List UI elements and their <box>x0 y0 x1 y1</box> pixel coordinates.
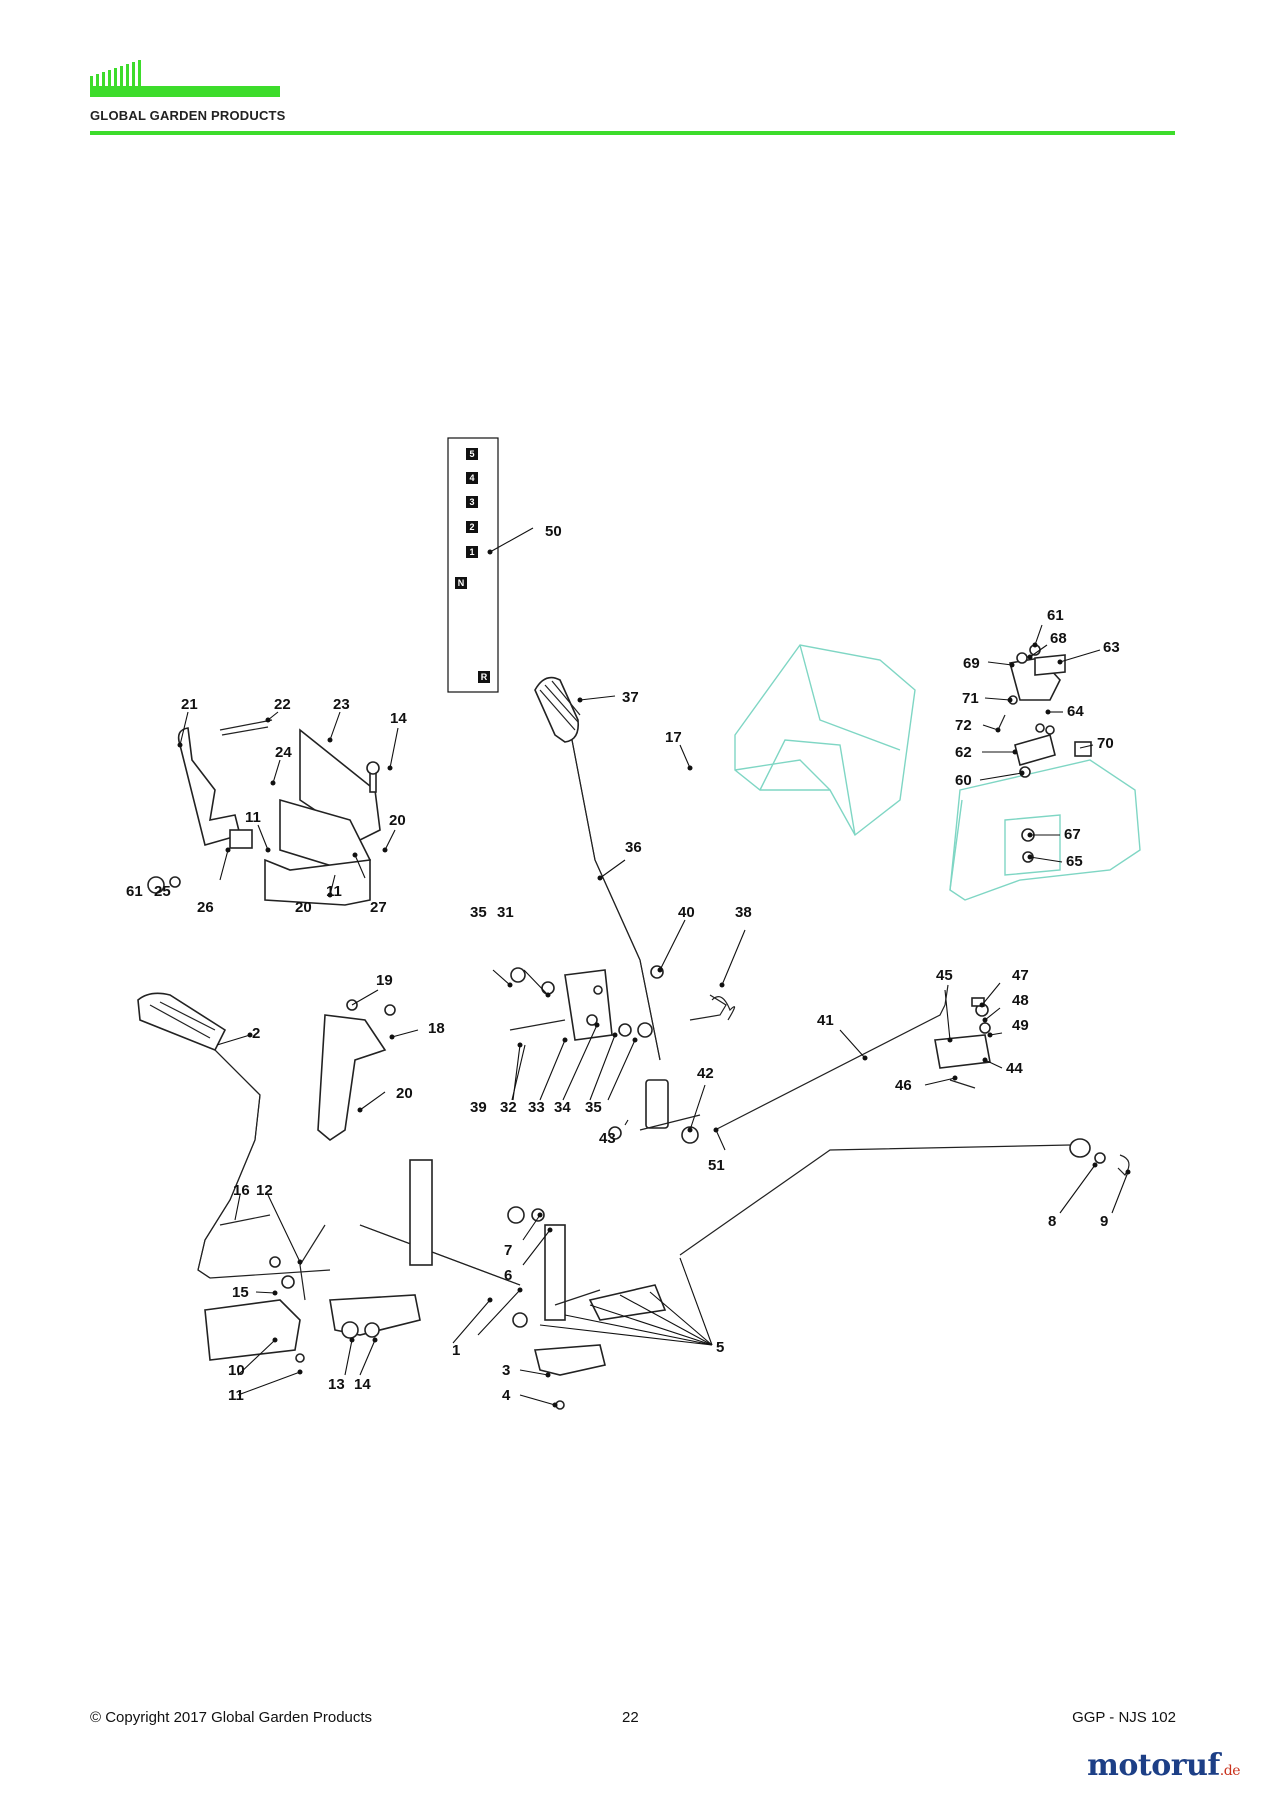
ghost-rear-panel <box>949 759 1141 901</box>
callout-33: 33 <box>528 1099 545 1116</box>
seat-switch-parts <box>997 644 1092 863</box>
callout-18: 18 <box>428 1020 445 1037</box>
callout-69: 69 <box>963 655 980 672</box>
callout-50: 50 <box>545 523 562 540</box>
callout-32: 32 <box>500 1099 517 1116</box>
gear-indicator-plate: 5 4 3 2 1 N R <box>447 437 499 693</box>
callout-19: 19 <box>376 972 393 989</box>
callout-labels: 50 37 36 17 21 22 23 14 24 20 11 11 61 2… <box>126 523 1120 1404</box>
watermark-name: motoruf <box>1087 1748 1220 1783</box>
brand-name: GLOBAL GARDEN PRODUCTS <box>90 108 286 123</box>
callout-8: 8 <box>1048 1213 1056 1230</box>
callout-17: 17 <box>665 729 682 746</box>
gear-3: 3 <box>469 497 474 507</box>
pedal-bracket-assembly <box>147 719 381 906</box>
gear-lever <box>534 676 669 1129</box>
callout-71: 71 <box>962 690 979 707</box>
callout-40: 40 <box>678 904 695 921</box>
callout-2: 2 <box>252 1025 260 1042</box>
watermark-logo: motoruf.de <box>1087 1748 1240 1783</box>
callout-38: 38 <box>735 904 752 921</box>
callout-16: 16 <box>233 1182 250 1199</box>
long-rods <box>679 984 1130 1256</box>
callout-43: 43 <box>599 1130 616 1147</box>
footer-page-number: 22 <box>622 1709 639 1726</box>
callout-42: 42 <box>697 1065 714 1082</box>
callout-63: 63 <box>1103 639 1120 656</box>
ghost-seat-console <box>734 644 916 837</box>
gear-4: 4 <box>469 473 474 483</box>
clutch-pedal-assembly <box>137 992 667 1410</box>
gear-5: 5 <box>469 449 474 459</box>
callout-46: 46 <box>895 1077 912 1094</box>
callout-7: 7 <box>504 1242 512 1259</box>
callout-68: 68 <box>1050 630 1067 647</box>
callout-9: 9 <box>1100 1213 1108 1230</box>
callout-12: 12 <box>256 1182 273 1199</box>
callout-26: 26 <box>197 899 214 916</box>
callout-27: 27 <box>370 899 387 916</box>
callout-11a: 11 <box>245 809 261 826</box>
callout-21: 21 <box>181 696 198 713</box>
callout-14b: 14 <box>354 1376 371 1393</box>
callout-5: 5 <box>716 1339 724 1356</box>
footer-copyright: © Copyright 2017 Global Garden Products <box>90 1709 373 1726</box>
shift-bracket <box>509 965 736 1144</box>
callout-41: 41 <box>817 1012 834 1029</box>
callout-20b: 20 <box>295 899 312 916</box>
callout-23: 23 <box>333 696 350 713</box>
callout-45: 45 <box>936 967 953 984</box>
gear-2: 2 <box>469 522 474 532</box>
gear-1: 1 <box>469 547 474 557</box>
callout-10: 10 <box>228 1362 245 1379</box>
callout-39: 39 <box>470 1099 487 1116</box>
callout-70: 70 <box>1097 735 1114 752</box>
callout-61a: 61 <box>126 883 143 900</box>
callout-35a: 35 <box>470 904 487 921</box>
center-bracket <box>317 999 396 1141</box>
callout-49: 49 <box>1012 1017 1029 1034</box>
callout-4: 4 <box>502 1387 511 1404</box>
footer-doc-code: GGP - NJS 102 <box>1072 1709 1176 1726</box>
callout-11b: 11 <box>326 883 342 900</box>
callout-37: 37 <box>622 689 639 706</box>
callout-14a: 14 <box>390 710 407 727</box>
watermark-tld: .de <box>1219 1763 1241 1779</box>
callout-6: 6 <box>504 1267 512 1284</box>
callout-47: 47 <box>1012 967 1029 984</box>
callout-20c: 20 <box>396 1085 413 1102</box>
callout-67: 67 <box>1064 826 1081 843</box>
callout-35b: 35 <box>585 1099 602 1116</box>
callout-34: 34 <box>554 1099 571 1116</box>
callout-62: 62 <box>955 744 972 761</box>
header-rule <box>90 131 1175 135</box>
callout-60: 60 <box>955 772 972 789</box>
callout-36: 36 <box>625 839 642 856</box>
brand-logo <box>90 60 280 97</box>
callout-15: 15 <box>232 1284 249 1301</box>
callout-51: 51 <box>708 1157 725 1174</box>
callout-64: 64 <box>1067 703 1084 720</box>
callout-61b: 61 <box>1047 607 1064 624</box>
callout-65: 65 <box>1066 853 1083 870</box>
callout-25: 25 <box>154 883 171 900</box>
callout-48: 48 <box>1012 992 1029 1009</box>
gear-n: N <box>458 578 465 588</box>
leader-lines <box>177 527 1131 1408</box>
callout-24: 24 <box>275 744 292 761</box>
callout-22: 22 <box>274 696 291 713</box>
callout-72: 72 <box>955 717 972 734</box>
callout-44: 44 <box>1006 1060 1023 1077</box>
callout-13: 13 <box>328 1376 345 1393</box>
callout-20a: 20 <box>389 812 406 829</box>
gear-r: R <box>481 672 488 682</box>
callout-31: 31 <box>497 904 514 921</box>
callout-3: 3 <box>502 1362 510 1379</box>
callout-1: 1 <box>452 1342 460 1359</box>
callout-11c: 11 <box>228 1387 244 1404</box>
